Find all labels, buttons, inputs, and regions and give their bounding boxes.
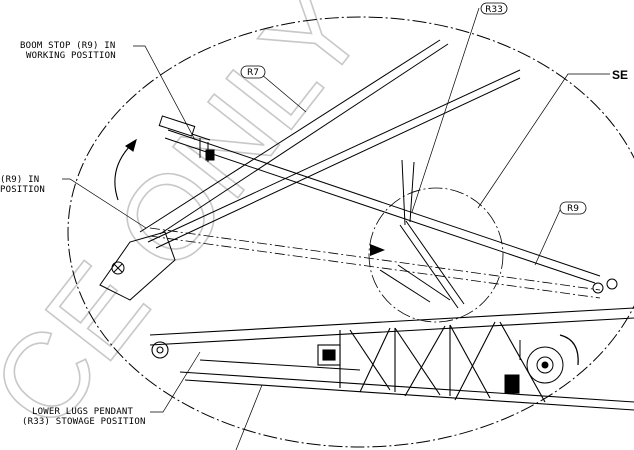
rotation-arrow: [114, 138, 137, 201]
upper-boom: [139, 39, 521, 249]
callout-boom-stop-left-line1: (R9) IN: [0, 175, 39, 185]
callout-boom-stop-left-line2: POSITION: [0, 185, 45, 195]
callout-lower-lugs: LOWER LUGS PENDANT (R33) STOWAGE POSITIO…: [22, 407, 146, 427]
callout-see-label: SE: [612, 68, 628, 82]
callout-boom-stop-working-line1: BOOM STOP (R9) IN: [20, 41, 116, 51]
leader-lines: [62, 7, 610, 450]
tag-r9-label: R9: [567, 204, 579, 214]
pendant-links: [379, 159, 465, 309]
direction-arrowhead: [370, 244, 385, 256]
callout-boom-stop-working-line2: WORKING POSITION: [26, 51, 116, 61]
detail-circle: [368, 187, 504, 323]
tag-r7-label: R7: [247, 68, 259, 78]
boom-stop-working: [158, 115, 601, 284]
tag-r33-label: R33: [485, 5, 503, 15]
tag-r33: R33: [480, 2, 508, 15]
boom-stop-phantom: [149, 227, 601, 299]
callout-boom-stop-working: BOOM STOP (R9) IN WORKING POSITION: [20, 41, 116, 61]
callout-lower-lugs-line1: LOWER LUGS PENDANT: [32, 407, 134, 417]
left-pivot: [99, 231, 176, 301]
tag-r7: R7: [240, 65, 266, 79]
winch-drum: [504, 278, 618, 394]
tag-r9: R9: [559, 201, 587, 215]
callout-boom-stop-left: (R9) IN POSITION: [0, 175, 45, 195]
lower-lattice-boom: [149, 307, 634, 411]
detail-boundary-ellipse: [67, 16, 634, 448]
callout-lower-lugs-line2: (R33) STOWAGE POSITION: [22, 417, 146, 427]
